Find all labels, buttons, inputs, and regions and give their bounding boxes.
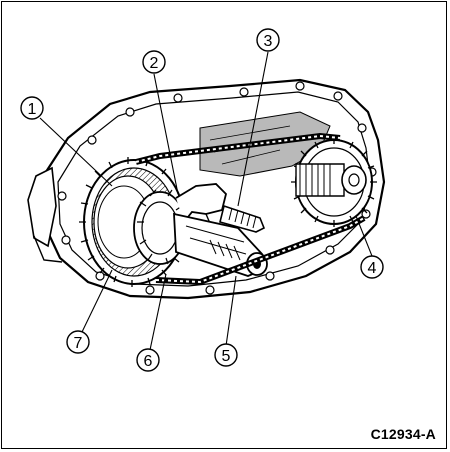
- callout-2: 2: [142, 50, 166, 74]
- drive-chain: [135, 132, 366, 286]
- callout-3-label: 3: [264, 33, 273, 50]
- callout-3: 3: [256, 28, 280, 52]
- callout-6-label: 6: [144, 353, 153, 370]
- shift-rail: [219, 204, 266, 233]
- flange-bolt-holes: [57, 81, 377, 295]
- driven-sprocket: [291, 137, 377, 227]
- callout-5: 5: [214, 343, 238, 367]
- callout-4-label: 4: [368, 260, 377, 277]
- callout-2-label: 2: [150, 55, 159, 72]
- leader-lines: [39, 51, 373, 351]
- callout-4: 4: [360, 255, 384, 279]
- figure-code: C12934-A: [370, 426, 436, 442]
- clutch-hub: [133, 189, 187, 265]
- callout-1-label: 1: [28, 101, 37, 118]
- callout-7-label: 7: [74, 335, 83, 352]
- callout-6: 6: [136, 348, 160, 372]
- callout-7: 7: [66, 330, 90, 354]
- callout-1: 1: [20, 96, 44, 120]
- callout-5-label: 5: [222, 348, 231, 365]
- mainshaft: [173, 212, 268, 277]
